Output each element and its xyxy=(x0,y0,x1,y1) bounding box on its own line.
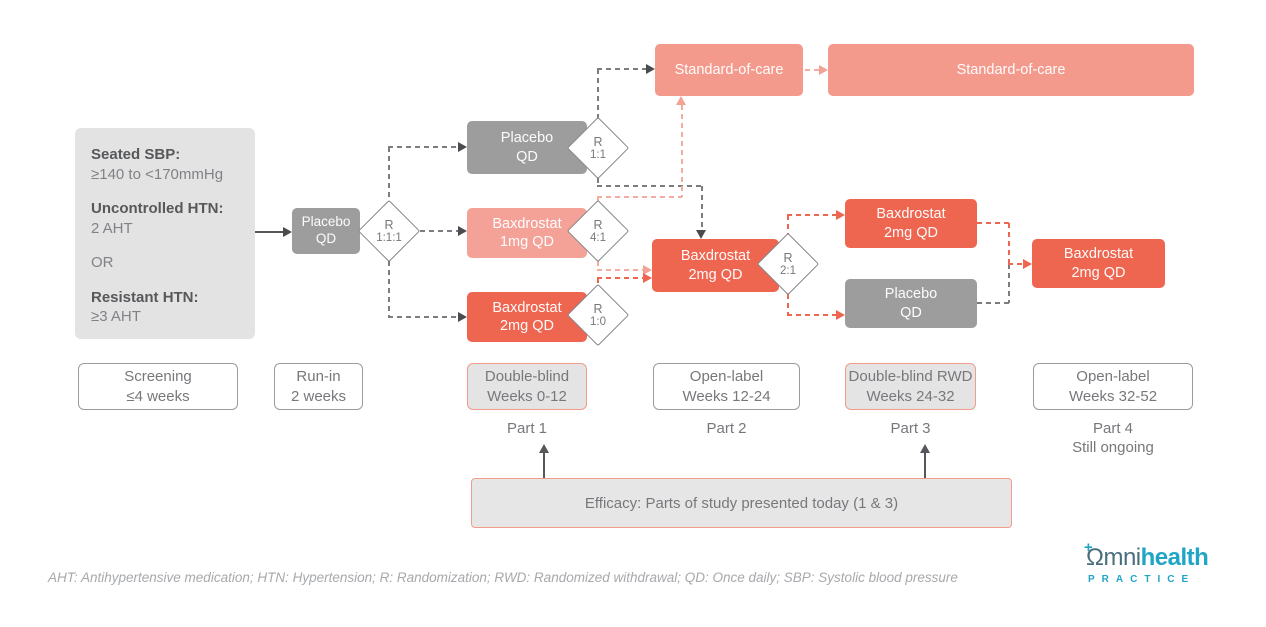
node-standard-of-care-2: Standard-of-care xyxy=(828,44,1194,96)
arrowhead-icon xyxy=(458,312,467,322)
connector-r11-to-openlabel xyxy=(701,186,703,230)
connector-soc1-to-soc2 xyxy=(805,69,819,71)
arrowhead-icon xyxy=(676,96,686,105)
randomization-1-0: R 1:0 xyxy=(566,283,630,347)
criterion-detail: ≥3 AHT xyxy=(91,308,141,325)
criterion-detail: 2 AHT xyxy=(91,219,133,237)
arrowhead-icon xyxy=(836,210,845,220)
criterion-detail: ≥140 to <170mmHg xyxy=(91,165,224,183)
node-standard-of-care-1: Standard-of-care xyxy=(655,44,803,96)
abbreviations-footnote: AHT: Antihypertensive medication; HTN: H… xyxy=(48,570,958,585)
randomization-ratio: 1:1 xyxy=(590,148,606,161)
timeline-screening: Screening ≤4 weeks xyxy=(78,363,238,410)
randomization-ratio: 1:1:1 xyxy=(376,231,402,244)
omnihealth-logo: +Ωmnihealth PRACTICE xyxy=(1084,540,1209,585)
criterion-heading: Seated SBP: xyxy=(91,146,181,163)
connector-r11-down xyxy=(597,178,599,186)
part-4-label: Part 4 Still ongoing xyxy=(1072,420,1154,456)
arrowhead-icon xyxy=(539,444,549,453)
connector-eligibility-to-runin xyxy=(255,231,283,233)
connector-r111-to-placebo xyxy=(388,146,458,148)
eligibility-criterion: Resistant HTN: ≥3 AHT xyxy=(91,288,239,327)
timeline-open-label-2: Open-label Weeks 32-52 xyxy=(1033,363,1193,410)
randomization-ratio: 2:1 xyxy=(780,264,796,277)
arrowhead-icon xyxy=(836,310,845,320)
part-3-label: Part 3 xyxy=(890,420,931,437)
logo-omega-icon: Ω xyxy=(1086,544,1104,571)
eligibility-criterion: Seated SBP: ≥140 to <170mmHg xyxy=(91,145,239,184)
connector-r10-to-openlabel xyxy=(597,277,643,279)
logo-name-bold: health xyxy=(1140,544,1209,571)
timeline-open-label-1: Open-label Weeks 12-24 xyxy=(653,363,800,410)
randomization-letter: R xyxy=(384,217,394,232)
node-baxdrostat-2mg-rwd: Baxdrostat 2mg QD xyxy=(845,199,977,248)
timeline-double-blind-rwd: Double-blind RWD Weeks 24-32 xyxy=(845,363,976,410)
randomization-1-1: R 1:1 xyxy=(566,116,630,180)
node-baxdrostat-2mg-double-blind: Baxdrostat 2mg QD xyxy=(467,292,587,342)
connector-r111-up xyxy=(388,147,390,201)
randomization-1-1-1: R 1:1:1 xyxy=(357,199,421,263)
part-1-label: Part 1 xyxy=(506,420,548,437)
connector-r111-to-bax2mg xyxy=(388,316,458,318)
connector-r41-to-openlabel xyxy=(597,269,643,271)
criterion-heading: Uncontrolled HTN: xyxy=(91,200,224,217)
logo-name-light: mni xyxy=(1103,544,1141,571)
connector-r10-up xyxy=(597,278,599,285)
connector-r41-across xyxy=(597,196,682,198)
connector-r41-up-stub xyxy=(597,197,599,202)
arrowhead-icon xyxy=(920,444,930,453)
connector-rwdplacebo-out xyxy=(977,302,1009,304)
arrowhead-icon xyxy=(819,65,828,75)
connector-rwdbax-out xyxy=(977,222,1009,224)
connector-r21-to-placebo xyxy=(787,314,836,316)
connector-r41-to-soc xyxy=(681,105,683,197)
node-placebo-runin: Placebo QD xyxy=(292,208,360,254)
connector-rwdbax-down xyxy=(1008,223,1010,264)
randomization-ratio: 1:0 xyxy=(590,315,606,328)
connector-r11-to-soc xyxy=(597,68,646,70)
connector-r11-up xyxy=(597,69,599,118)
connector-r41-down xyxy=(597,261,599,270)
connector-r21-to-bax xyxy=(787,214,836,216)
logo-plus-icon: + xyxy=(1084,539,1093,556)
connector-merge-to-final xyxy=(1008,263,1023,265)
timeline-runin: Run-in 2 weeks xyxy=(274,363,363,410)
randomization-letter: R xyxy=(593,217,603,232)
timeline-double-blind: Double-blind Weeks 0-12 xyxy=(467,363,587,410)
arrowhead-icon xyxy=(1023,259,1032,269)
eligibility-criterion: Uncontrolled HTN: 2 AHT xyxy=(91,199,239,238)
connector-r11-across xyxy=(597,185,702,187)
randomization-4-1: R 4:1 xyxy=(566,199,630,263)
criterion-heading: Resistant HTN: xyxy=(91,288,199,306)
node-placebo-rwd: Placebo QD xyxy=(845,279,977,328)
eligibility-panel: Seated SBP: ≥140 to <170mmHg Uncontrolle… xyxy=(75,128,255,339)
arrowhead-icon xyxy=(696,230,706,239)
efficacy-callout: Efficacy: Parts of study presented today… xyxy=(471,478,1012,528)
randomization-letter: R xyxy=(783,250,793,265)
arrowhead-icon xyxy=(643,273,652,283)
connector-efficacy-part1 xyxy=(543,452,545,478)
arrowhead-icon xyxy=(458,142,467,152)
connector-rwdplacebo-up xyxy=(1008,264,1010,303)
part-2-label: Part 2 xyxy=(706,420,747,437)
node-baxdrostat-1mg: Baxdrostat 1mg QD xyxy=(467,208,587,258)
eligibility-criterion: OR xyxy=(91,253,239,273)
arrowhead-icon xyxy=(283,227,292,237)
criterion-detail: OR xyxy=(91,254,114,271)
arrowhead-icon xyxy=(643,265,652,275)
connector-r21-down xyxy=(787,294,789,315)
arrowhead-icon xyxy=(458,226,467,236)
connector-efficacy-part3 xyxy=(924,452,926,478)
logo-tagline: PRACTICE xyxy=(1088,574,1196,585)
randomization-letter: R xyxy=(593,134,603,149)
arrowhead-icon xyxy=(646,64,655,74)
randomization-ratio: 4:1 xyxy=(590,231,606,244)
node-baxdrostat-2mg-final: Baxdrostat 2mg QD xyxy=(1032,239,1165,288)
connector-r111-down xyxy=(388,261,390,317)
randomization-letter: R xyxy=(593,301,603,316)
connector-r21-up xyxy=(787,215,789,234)
connector-r111-to-bax1mg xyxy=(420,230,458,232)
randomization-2-1: R 2:1 xyxy=(756,232,820,296)
